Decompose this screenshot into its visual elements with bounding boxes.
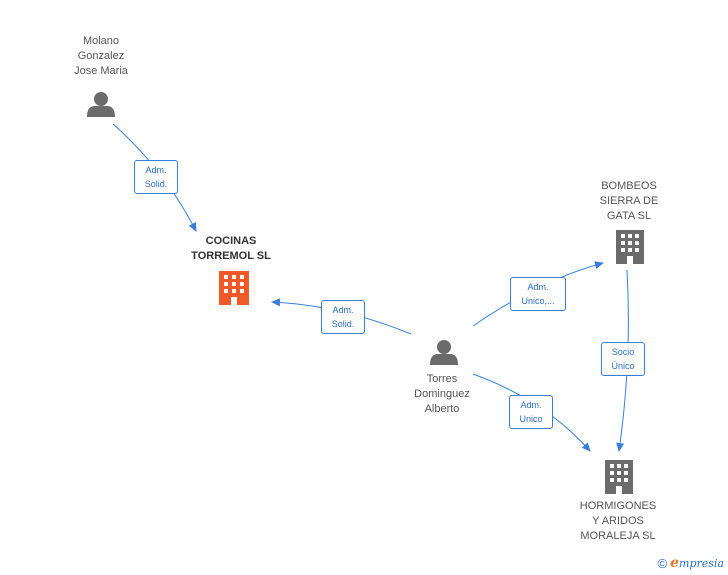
copyright-notice: © empresia <box>658 555 724 571</box>
person-label-torres[interactable]: Torres Dominguez Alberto <box>414 373 470 415</box>
edge-label-bombeos-hormigones[interactable]: Socio Único <box>601 342 645 376</box>
edge-label-torres-hormigones[interactable]: Adm. Unico <box>509 395 553 429</box>
building-icon[interactable] <box>605 460 633 494</box>
company-label-cocinas[interactable]: COCINAS TORREMOL SL <box>191 235 271 262</box>
building-icon[interactable] <box>616 230 644 264</box>
company-label-hormigones[interactable]: HORMIGONES Y ARIDOS MORALEJA SL <box>579 500 657 542</box>
edge-label-torres-bombeos[interactable]: Adm. Unico,... <box>510 277 566 311</box>
person-label-molano[interactable]: Molano Gonzalez Jose Maria <box>74 35 128 77</box>
edge-label-molano-cocinas[interactable]: Adm. Solid. <box>134 160 178 194</box>
edge-label-torres-cocinas[interactable]: Adm. Solid. <box>321 300 365 334</box>
copyright-icon: © <box>657 555 668 571</box>
building-icon[interactable] <box>219 271 249 305</box>
brand-logo[interactable]: empresia <box>670 555 724 571</box>
person-icon[interactable] <box>430 340 458 365</box>
company-label-bombeos[interactable]: BOMBEOS SIERRA DE GATA SL <box>599 180 659 222</box>
person-icon[interactable] <box>87 92 115 117</box>
